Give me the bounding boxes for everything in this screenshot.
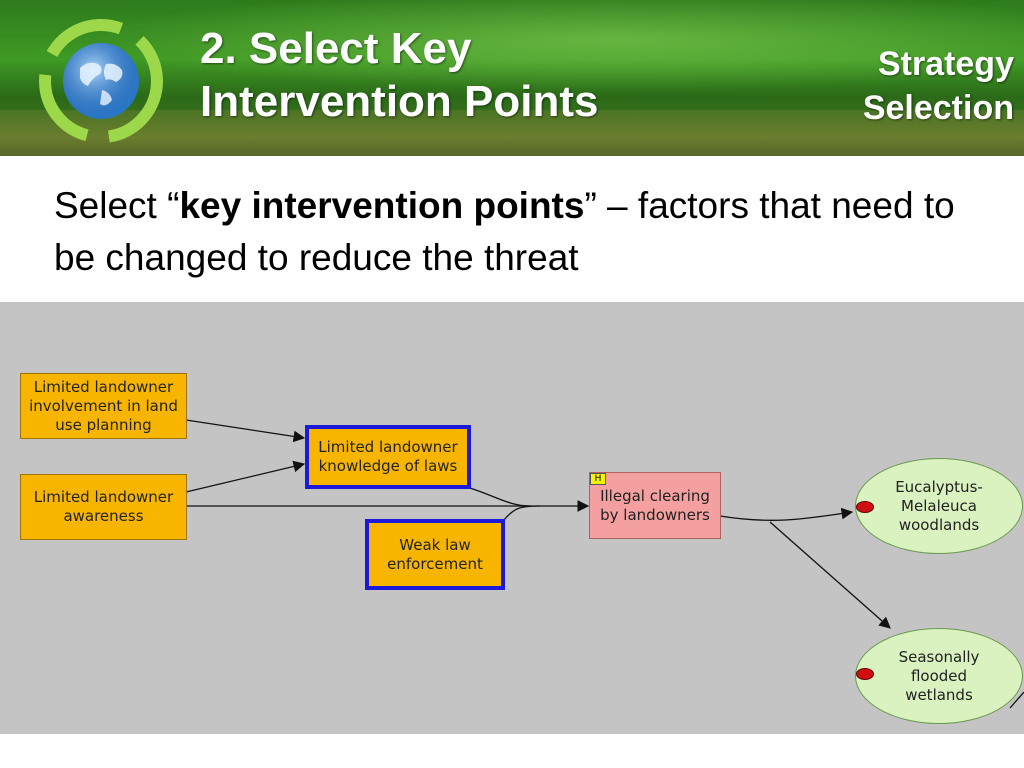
link-clearing-to-woodlands bbox=[719, 507, 854, 521]
target-woodlands-label: Eucalyptus- Melaleuca woodlands bbox=[895, 477, 983, 534]
factor-landowner-awareness[interactable]: Limited landowner awareness bbox=[20, 474, 187, 540]
link-clearing-to-wetlands bbox=[769, 521, 891, 629]
globe-recycle-logo-icon bbox=[39, 19, 163, 143]
body-text: Select “key intervention points” – facto… bbox=[54, 180, 994, 284]
link-involvement-to-knowledge bbox=[185, 419, 306, 443]
factor-landowner-involvement[interactable]: Limited landowner involvement in land us… bbox=[20, 373, 187, 439]
target-wetlands-status-icon bbox=[856, 668, 874, 680]
target-wetlands-label: Seasonally flooded wetlands bbox=[898, 647, 980, 704]
key-factor-weak-enforcement-label: Weak law enforcement bbox=[387, 535, 483, 573]
body-text-post: ” – factors that need to be changed to r… bbox=[54, 185, 955, 278]
link-knowledge-to-clearing bbox=[469, 487, 531, 507]
key-factor-landowner-knowledge-label: Limited landowner knowledge of laws bbox=[318, 438, 458, 475]
key-factor-weak-enforcement[interactable]: Weak law enforcement bbox=[365, 519, 505, 590]
title-line-1: 2. Select Key bbox=[200, 24, 472, 73]
section-label: Strategy Selection bbox=[863, 42, 1014, 130]
title-line-2: Intervention Points bbox=[200, 77, 599, 126]
diagram-links bbox=[185, 419, 1024, 709]
slide-title: 2. Select Key Intervention Points bbox=[200, 22, 720, 128]
link-enforcement-to-clearing bbox=[503, 505, 541, 521]
target-wetlands[interactable]: Seasonally flooded wetlands bbox=[855, 628, 1023, 724]
banner-grassland bbox=[0, 110, 1024, 156]
key-factor-landowner-knowledge[interactable]: Limited landowner knowledge of laws bbox=[305, 425, 471, 489]
link-offscreen bbox=[1009, 691, 1024, 709]
factor-landowner-awareness-label: Limited landowner awareness bbox=[33, 488, 174, 525]
factor-landowner-involvement-label: Limited landowner involvement in land us… bbox=[29, 377, 178, 434]
body-text-emphasis: key intervention points bbox=[179, 185, 585, 226]
conceptual-model-diagram: Limited landowner involvement in land us… bbox=[0, 302, 1024, 734]
threat-illegal-clearing[interactable]: Illegal clearing by landowners bbox=[589, 472, 721, 539]
target-woodlands[interactable]: Eucalyptus- Melaleuca woodlands bbox=[855, 458, 1023, 554]
target-woodlands-status-icon bbox=[856, 501, 874, 513]
threat-illegal-clearing-label: Illegal clearing by landowners bbox=[600, 486, 710, 524]
link-awareness-to-knowledge bbox=[185, 460, 306, 493]
threat-rating-badge: H bbox=[590, 473, 606, 485]
section-line-2: Selection bbox=[862, 89, 1014, 127]
header-banner: 2. Select Key Intervention Points Strate… bbox=[0, 0, 1024, 156]
body-text-pre: Select “ bbox=[54, 185, 180, 226]
banner-sky bbox=[0, 0, 1024, 100]
section-line-1: Strategy bbox=[877, 45, 1014, 83]
